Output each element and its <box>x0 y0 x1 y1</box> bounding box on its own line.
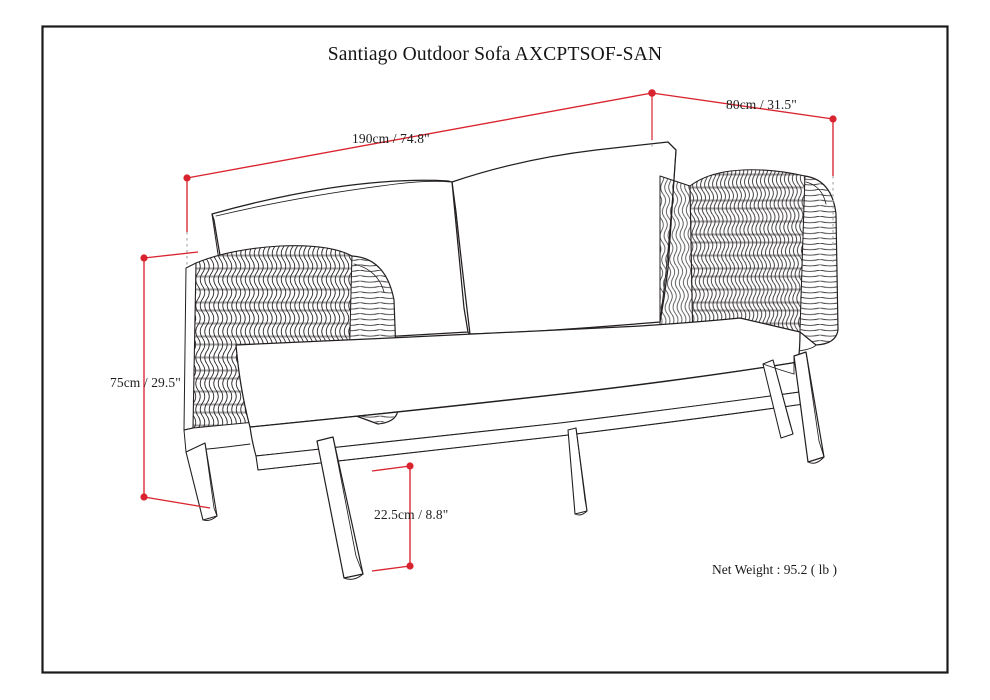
leg-rear-right <box>762 359 794 439</box>
net-weight-label: Net Weight : 95.2 ( lb ) <box>712 562 838 577</box>
dimension-height <box>140 251 211 509</box>
leg-front-right <box>793 351 825 464</box>
sofa-illustration <box>183 141 839 580</box>
extension-lines <box>186 120 834 268</box>
dimension-label-clearance: 22.5cm / 8.8" <box>374 507 449 522</box>
arm-right-rim <box>799 175 839 346</box>
dimension-label-width: 190cm / 74.8" <box>352 131 430 146</box>
back-cushion-right <box>451 141 677 335</box>
leg-rear-left <box>185 442 218 521</box>
leg-center <box>567 427 588 516</box>
leg-front-left <box>316 436 364 580</box>
dimension-width <box>183 92 653 232</box>
dimension-clearance <box>371 462 414 572</box>
dimension-label-depth: 80cm / 31.5" <box>726 97 797 112</box>
page-title: Santiago Outdoor Sofa AXCPTSOF-SAN <box>327 44 663 65</box>
sheet-border <box>41 25 949 674</box>
dimension-annotations <box>140 89 837 572</box>
dimension-label-height: 75cm / 29.5" <box>110 375 181 390</box>
